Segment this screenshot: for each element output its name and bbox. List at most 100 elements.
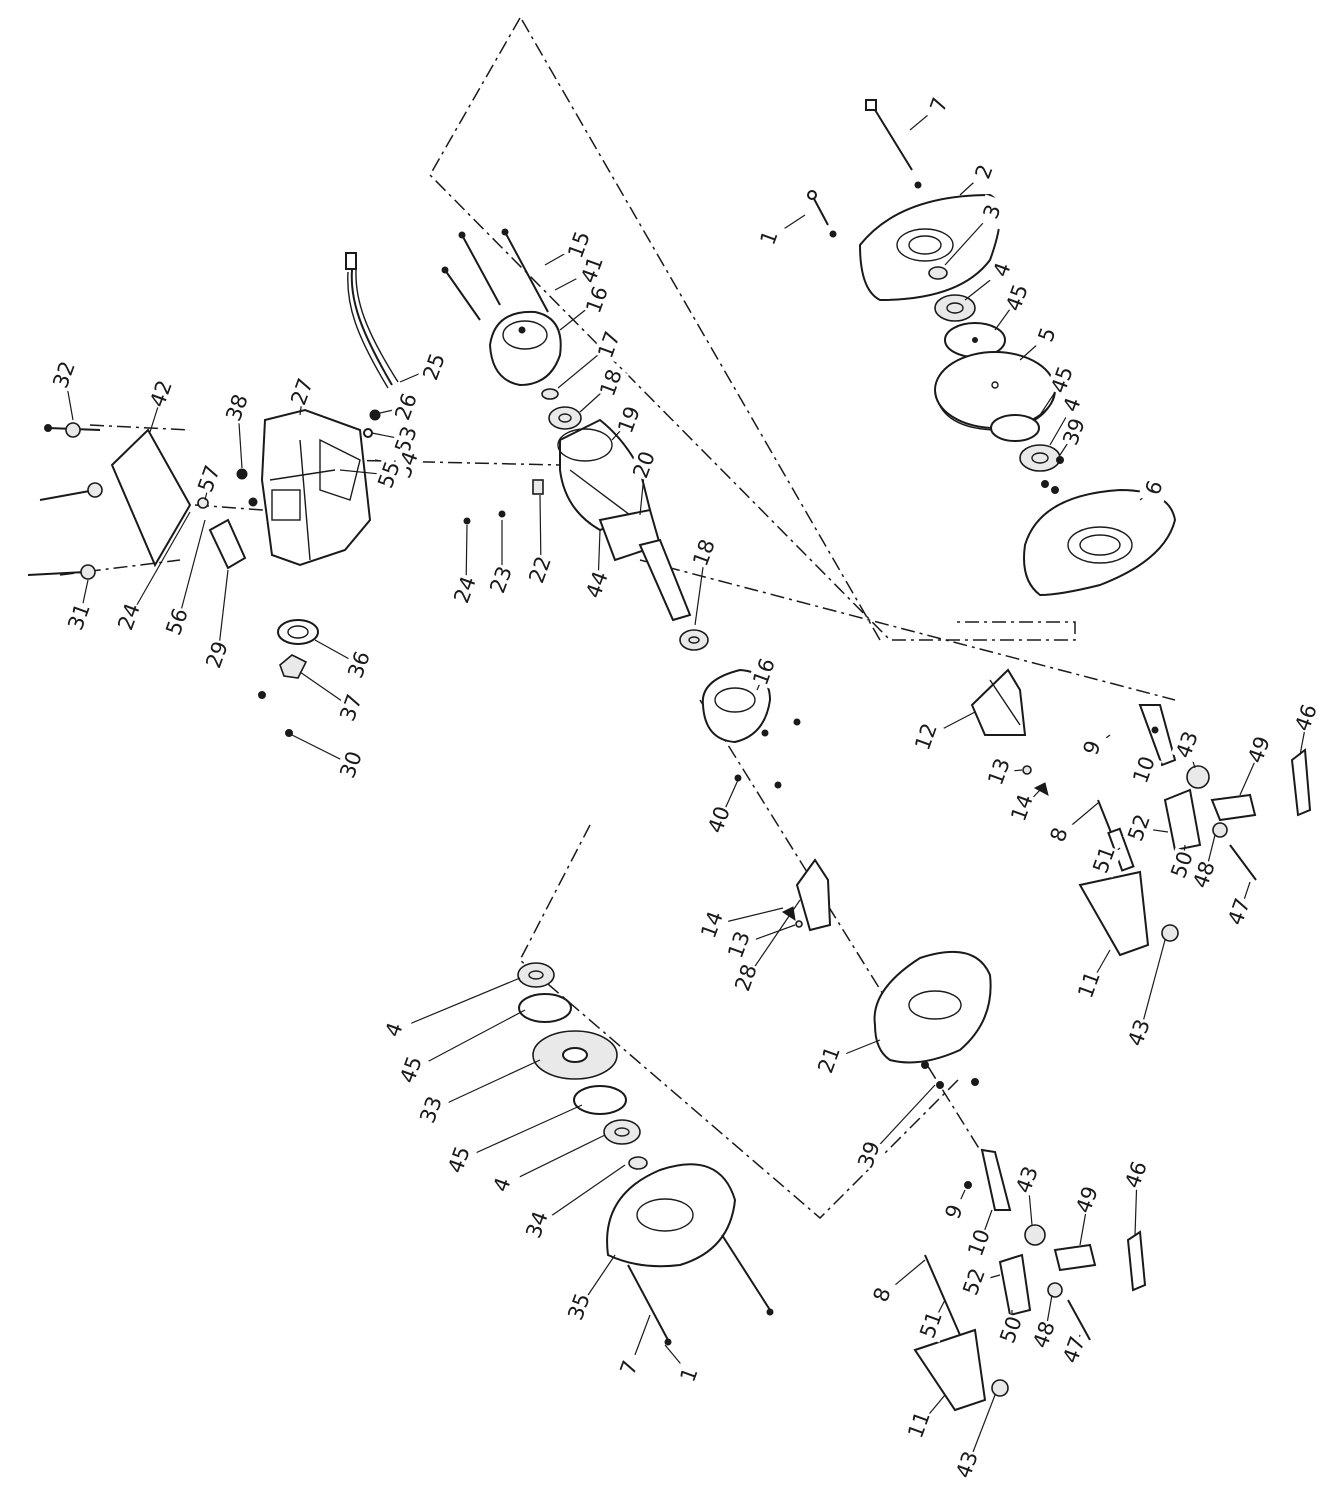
callout-bg-c-11a	[1072, 967, 1108, 1003]
callout-c-13b: 13	[723, 928, 755, 961]
end-bell-16-top	[488, 310, 562, 387]
bracket-49	[1210, 793, 1257, 822]
callout-bg-c-16a	[580, 282, 616, 318]
leader-c-56	[177, 519, 206, 623]
wire-wheel-33	[532, 1030, 618, 1080]
flange-4d	[603, 1119, 641, 1145]
callout-c-34: 34	[521, 1208, 553, 1241]
callout-bg-c-51b	[914, 1307, 950, 1343]
callout-bg-c-19	[612, 402, 648, 438]
callout-bg-c-17	[592, 327, 628, 363]
base-housing-27	[260, 408, 372, 567]
callout-bg-c-20	[627, 447, 663, 483]
callout-c-17: 17	[593, 328, 625, 361]
pivot-48b	[1047, 1282, 1063, 1298]
callout-c-28: 28	[730, 961, 762, 994]
callout-bg-c-1	[752, 220, 788, 256]
callout-bg-c-43d	[950, 1447, 986, 1483]
washer-45-lower	[990, 414, 1040, 442]
capacitor-29	[208, 518, 247, 570]
bolt-7	[865, 99, 922, 189]
through-bolts-15	[441, 228, 549, 321]
callout-bg-c-45d	[442, 1142, 478, 1178]
callout-c-31: 31	[63, 600, 95, 633]
strain-relief-26	[363, 409, 381, 438]
bolt-1	[807, 190, 837, 238]
callout-bg-c-46a	[1289, 700, 1325, 736]
callout-bg-c-16b	[747, 654, 783, 690]
bearing-18-top	[548, 406, 582, 430]
bracket-57	[197, 497, 209, 509]
callout-bg-c-4b	[1055, 387, 1091, 423]
callout-c-12: 12	[910, 720, 942, 753]
washer-45c	[518, 993, 572, 1023]
right-wheel-assembly	[807, 99, 1177, 597]
callout-bg-c-18b	[687, 535, 723, 571]
clip-46	[1290, 748, 1312, 817]
flange-4-top	[934, 294, 976, 322]
callout-bg-c-9b	[937, 1194, 973, 1230]
callout-bg-c-34	[520, 1207, 556, 1243]
leader-c-28	[746, 899, 801, 979]
callout-bg-c-33	[414, 1092, 450, 1128]
nut-3	[928, 266, 948, 280]
clamp-50b	[998, 1253, 1032, 1317]
flange-4c	[517, 962, 555, 988]
spark-guard-11b	[913, 1328, 987, 1412]
inner-guard-21	[873, 950, 992, 1064]
callout-bg-c-14a	[1005, 790, 1041, 826]
callout-c-40: 40	[703, 803, 735, 836]
pivot-48	[1212, 822, 1228, 838]
callout-c-45d: 45	[443, 1143, 475, 1176]
callout-bg-c-50a	[1165, 847, 1201, 883]
callout-c-43c: 43	[1011, 1163, 1043, 1196]
nut-43-lower	[1161, 924, 1179, 942]
callout-c-43a: 43	[1171, 728, 1203, 761]
outer-guard-35	[606, 1163, 737, 1268]
callout-bg-c-41	[575, 252, 611, 288]
callout-bg-c-24a	[448, 572, 484, 608]
callout-bg-c-31	[62, 599, 98, 635]
callout-bg-c-42	[144, 376, 180, 412]
callout-c-51b: 51	[915, 1308, 947, 1341]
callout-bg-c-55	[372, 457, 408, 493]
flange-4-lower	[1019, 444, 1061, 472]
leader-c-45d	[459, 1104, 583, 1161]
callout-c-36: 36	[343, 648, 375, 681]
callout-bg-c-52b	[957, 1264, 993, 1300]
callout-c-38: 38	[221, 391, 253, 424]
callout-bg-c-25	[417, 349, 453, 385]
callout-bg-c-43c	[1010, 1162, 1046, 1198]
washer-13	[1022, 765, 1032, 775]
callout-bg-c-23	[484, 562, 520, 598]
callout-bg-c-36	[342, 647, 378, 683]
callout-c-16a: 16	[581, 283, 613, 316]
leader-c-24b	[129, 511, 191, 618]
callout-c-49a: 49	[1243, 733, 1275, 766]
wire-wheel-assembly	[517, 962, 774, 1346]
screws-23-24	[463, 510, 506, 525]
nut-43d	[991, 1379, 1009, 1397]
callout-c-47b: 47	[1058, 1333, 1090, 1366]
washer-45-top	[944, 322, 1006, 358]
callout-bg-c-52a	[1122, 810, 1158, 846]
leader-c-33	[431, 1059, 541, 1111]
callout-bg-c-4c	[377, 1012, 413, 1048]
base-assembly	[27, 252, 399, 737]
nut-43	[1186, 765, 1210, 789]
grinding-wheel-5	[934, 351, 1056, 431]
callout-bg-c-24b	[112, 599, 148, 635]
callout-bg-c-5	[1030, 317, 1066, 353]
callout-bg-c-35	[562, 1289, 598, 1325]
bracket-49b	[1053, 1243, 1097, 1272]
callout-bg-c-29	[200, 637, 236, 673]
callout-c-13a: 13	[983, 755, 1015, 788]
eye-shield-bracket-28	[795, 858, 832, 932]
callout-bg-c-45b	[1045, 362, 1081, 398]
screws-39b	[921, 1061, 979, 1089]
callout-bg-c-18a	[594, 365, 630, 401]
callout-bg-c-39a	[1057, 414, 1093, 450]
callout-c-45a: 45	[1001, 281, 1033, 314]
callout-bg-c-49b	[1070, 1182, 1106, 1218]
callout-c-22: 22	[524, 553, 556, 586]
